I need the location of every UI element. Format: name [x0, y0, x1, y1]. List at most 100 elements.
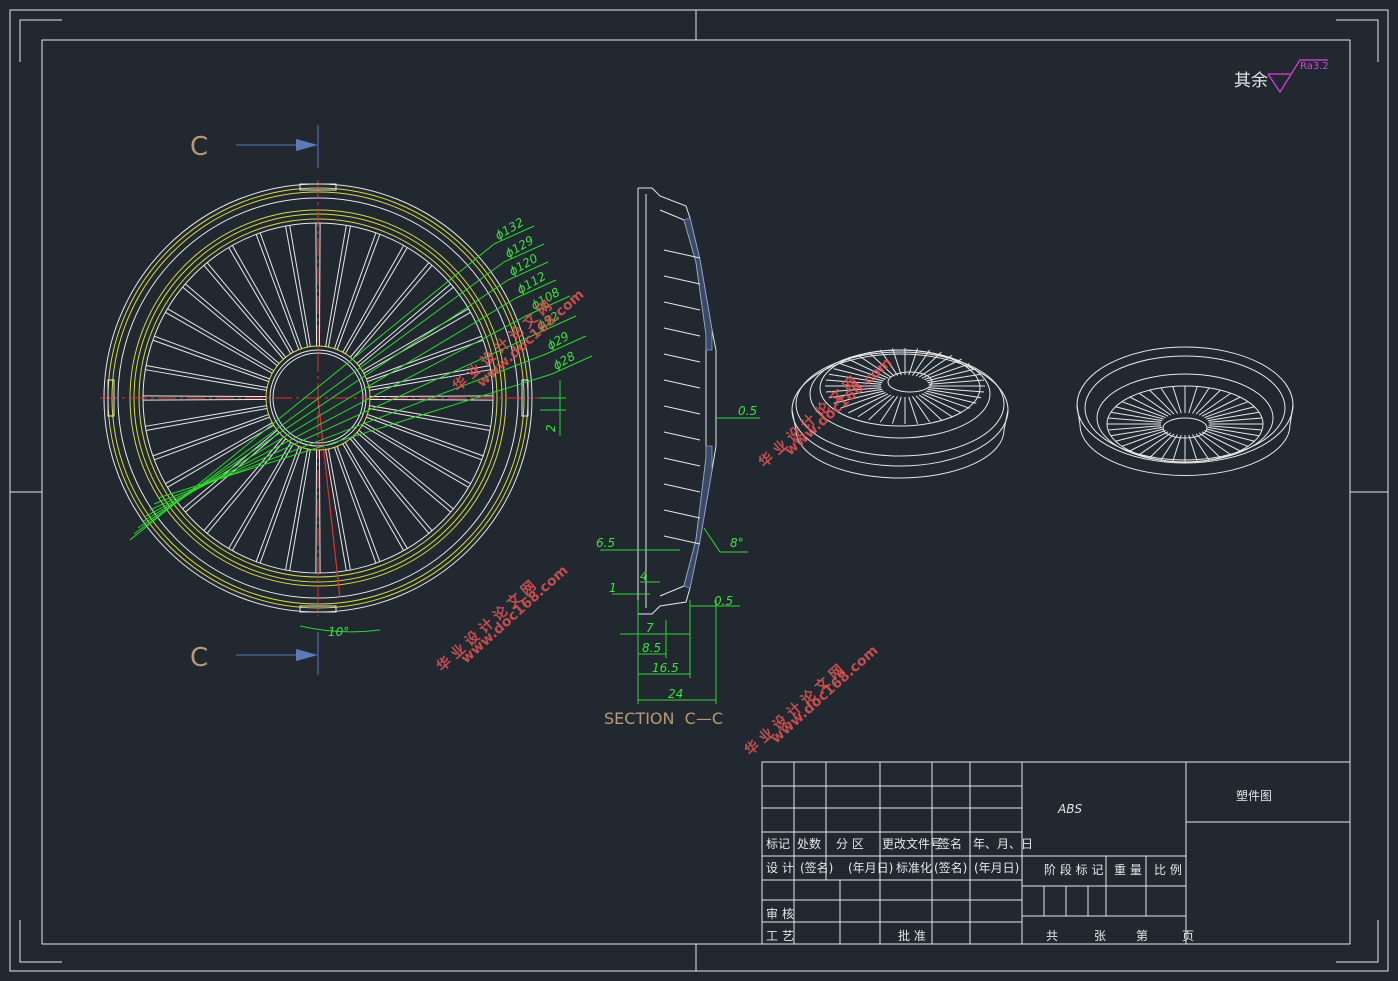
- dim-4: 4: [640, 569, 648, 583]
- iso-spoke: [1201, 431, 1241, 452]
- dia-leader: [157, 373, 553, 499]
- iso-spoke: [868, 395, 895, 421]
- header-change-doc: 更改文件号: [882, 836, 942, 851]
- rib-line: [663, 405, 701, 415]
- weight-label: 重 量: [1114, 863, 1142, 877]
- iso-spoke: [825, 387, 882, 393]
- spoke-line: [154, 335, 270, 380]
- spoke-line: [145, 365, 268, 389]
- iso-spoke: [857, 354, 892, 378]
- spoke-line: [255, 234, 300, 350]
- spoke-line: [259, 447, 303, 564]
- iso-spoke: [1204, 401, 1249, 419]
- spoke-line: [327, 448, 351, 571]
- iso-spoke: [926, 390, 977, 404]
- section-letter-bottom: C: [190, 643, 208, 673]
- spoke-line: [259, 232, 303, 349]
- spoke-line: [231, 443, 294, 551]
- iso-spoke: [848, 358, 889, 379]
- iso-spoke: [833, 368, 884, 382]
- iso-spoke: [1149, 389, 1175, 415]
- iso-spoke: [1121, 429, 1166, 447]
- iso-spoke: [1129, 396, 1169, 417]
- spoke-line: [145, 405, 267, 427]
- spoke-line: [228, 247, 292, 354]
- watermark-url-4: www.doc168.com: [768, 643, 881, 747]
- iso-spoke: [924, 391, 970, 409]
- design-label: 设 计: [766, 861, 794, 875]
- spoke-line: [358, 429, 454, 510]
- iso-spoke: [1149, 433, 1175, 459]
- spoke-line: [342, 245, 405, 353]
- sheet-ye: 页: [1182, 929, 1194, 943]
- iso-spoke: [908, 396, 918, 424]
- spoke-line: [336, 446, 381, 562]
- spoke-line: [342, 443, 405, 551]
- iso-spoke: [1207, 426, 1260, 437]
- spoke-line: [368, 407, 491, 431]
- section-view: 0.5 8° 6.5 4 1 0.5 7 8.5 16.5 24 SECTION…: [596, 187, 760, 728]
- spoke-line: [352, 264, 433, 360]
- spoke-line: [165, 311, 273, 374]
- drawing-name: 塑件图: [1236, 788, 1272, 803]
- iso-spoke: [915, 395, 942, 421]
- dia-leader-tail: [493, 225, 535, 245]
- spoke-line: [356, 432, 452, 513]
- rib-line: [663, 457, 701, 467]
- approve-label: 批 准: [898, 928, 926, 943]
- iso-spoke: [833, 390, 884, 404]
- dia-leader: [129, 243, 495, 541]
- iso-spoke: [924, 363, 970, 381]
- spoke-line: [206, 262, 287, 358]
- spoke-line: [362, 308, 469, 372]
- spoke-line: [344, 247, 408, 354]
- dim-7: 7: [646, 621, 654, 635]
- iso-spoke: [1208, 425, 1263, 431]
- spoke-line: [152, 413, 269, 457]
- section-hatch: [683, 217, 713, 351]
- process-label: 工 艺: [766, 929, 794, 943]
- dia-leader-tail: [515, 279, 557, 299]
- iso-spoke: [1198, 392, 1232, 416]
- spoke-line: [356, 283, 452, 364]
- spoke-line: [289, 449, 311, 571]
- iso-spoke: [879, 396, 898, 423]
- iso-spoke: [1206, 406, 1255, 420]
- rib-line: [663, 483, 701, 493]
- spoke-line: [369, 395, 493, 398]
- dia-leader-tail: [551, 355, 593, 375]
- spoke-line: [143, 395, 267, 398]
- review-label: 审 核: [766, 906, 794, 921]
- dim-angle-10: 10°: [328, 625, 349, 639]
- spoke-line: [352, 436, 433, 532]
- standard-date: (年月日): [974, 861, 1019, 875]
- dia-leader-tail: [503, 243, 545, 263]
- dim-8-5: 8.5: [642, 641, 661, 655]
- iso-spoke: [1208, 417, 1263, 423]
- dia-leader-tail: [529, 295, 571, 315]
- iso-spoke: [1110, 426, 1163, 437]
- rib-line: [663, 301, 701, 311]
- spoke-line: [363, 422, 471, 485]
- spoke-line: [369, 405, 491, 427]
- spoke-line: [154, 416, 270, 461]
- spoke-line: [325, 225, 347, 347]
- iso-spoke: [1138, 392, 1172, 416]
- title-block: ABS 塑件图 标记 处数 分 区 更改文件号 签名 年、月、日 设 计 (签名…: [761, 761, 1351, 945]
- iso-spoke: [1188, 434, 1198, 462]
- iso-spoke: [857, 394, 892, 418]
- dim-6-5: 6.5: [596, 536, 615, 550]
- header-count: 处数: [797, 836, 821, 851]
- spoke-line: [327, 225, 351, 348]
- spoke-line: [165, 422, 273, 485]
- spoke-line: [318, 223, 321, 347]
- watermarks: 华 业 设 计 论 文 网 www.doc168.com 华 业 设 计 论 文…: [433, 287, 895, 759]
- watermark-url-3: www.doc168.com: [458, 563, 571, 667]
- section-letter-top: C: [190, 132, 208, 162]
- rib-line: [663, 249, 701, 259]
- iso-spoke: [1160, 434, 1179, 461]
- iso-spoke: [1201, 396, 1241, 417]
- spoke-line: [336, 234, 381, 350]
- iso-spoke: [828, 373, 883, 384]
- spokes-group: [143, 223, 493, 573]
